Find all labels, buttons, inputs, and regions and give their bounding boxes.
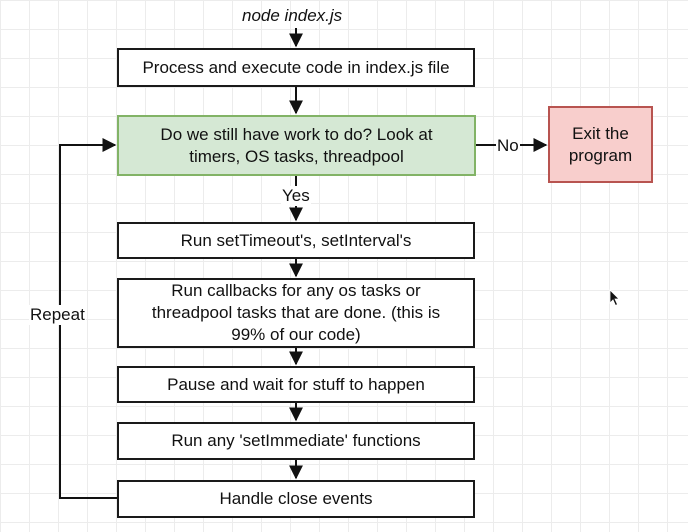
edge-label-no: No	[496, 136, 520, 156]
diagram-title: node index.js	[242, 6, 343, 25]
mouse-pointer-icon	[609, 289, 620, 307]
run-timers-box: Run setTimeout's, setInterval's	[117, 222, 475, 259]
run-callbacks-box: Run callbacks for any os tasks or thread…	[117, 278, 475, 348]
exit-program-box: Exit the program	[548, 106, 653, 183]
edge-label-yes: Yes	[281, 186, 311, 206]
edge-label-repeat: Repeat	[29, 305, 86, 325]
pause-wait-box: Pause and wait for stuff to happen	[117, 366, 475, 403]
process-code-box: Process and execute code in index.js fil…	[117, 48, 475, 87]
decision-work-box: Do we still have work to do? Look at tim…	[117, 115, 476, 176]
set-immediate-box: Run any 'setImmediate' functions	[117, 422, 475, 460]
close-events-box: Handle close events	[117, 480, 475, 518]
